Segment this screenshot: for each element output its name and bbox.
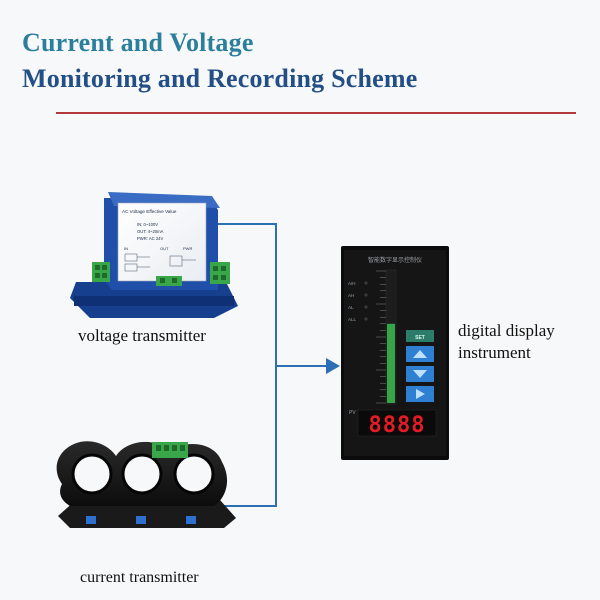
bar-graph [376,269,397,405]
vt-term-out: OUT [160,246,169,251]
digital-display-instrument: 智能数字显示控制仪 A/H AH AL ALL SET [341,246,449,460]
voltage-transmitter: AC Voltage Effective Value IN: 0~100V OU… [70,192,238,318]
vt-spec-out: OUT: 4~20mA [137,229,164,234]
pv-readout: 8888 [369,413,426,438]
vt-terminals-front [156,276,182,286]
led-label-4: ALL [348,317,357,322]
vt-terminals-left [92,262,110,282]
display-instrument-caption: digital display instrument [458,320,555,364]
pv-label: PV [349,410,356,416]
right-button[interactable] [406,386,434,402]
bar-graph-fill [387,323,395,403]
display-caption-line-1: digital display [458,321,555,340]
ct-hole-2 [121,453,163,495]
display-caption-line-2: instrument [458,343,531,362]
set-button[interactable] [406,330,434,342]
title-line-2: Monitoring and Recording Scheme [22,64,418,93]
ct-hole-3 [173,453,215,495]
current-transmitter [56,441,236,528]
connector-lines [208,223,332,507]
down-arrow-icon [413,370,427,378]
vt-terminals-right [210,262,230,284]
ct-hole-1 [71,453,113,495]
voltage-transmitter-caption: voltage transmitter [78,326,206,345]
vt-term-in: IN [124,246,128,251]
right-arrow-icon [416,389,425,399]
title-divider [56,112,576,114]
vt-spec-in: IN: 0~100V [137,222,158,227]
led-label-2: AH [348,293,354,298]
vt-spec-pwr: PWR: AC 24V [137,236,164,241]
display-header-text: 智能数字显示控制仪 [368,256,422,264]
ct-terminal-block [152,442,188,458]
title-line-1: Current and Voltage [22,28,254,57]
led-label-1: A/H [348,281,356,286]
current-transmitter-caption: current transmitter [80,569,199,586]
led-label-3: AL [348,305,354,310]
connector-arrowhead [326,358,340,374]
set-button-label: SET [415,335,425,341]
bar-graph-ticks [376,270,386,404]
vt-term-pwr: PWR [183,246,192,251]
up-arrow-icon [413,350,427,358]
vt-panel-title: AC Voltage Effective Value [122,209,177,214]
down-button[interactable] [406,366,434,382]
up-button[interactable] [406,346,434,362]
